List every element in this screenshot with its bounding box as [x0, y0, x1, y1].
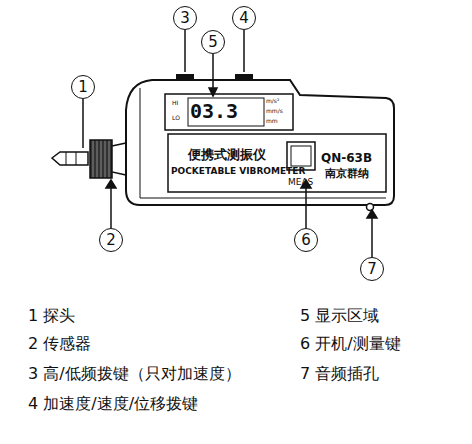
callout-number: 2: [100, 229, 122, 251]
display-area: HI LO 03.3 m/s² mm/s mm: [166, 95, 292, 129]
callout-circle: 5: [201, 30, 225, 54]
callout-number: 5: [202, 31, 224, 53]
device-label: MEAS: [288, 178, 313, 187]
callout-circle: 7: [360, 257, 384, 281]
device-text: HI: [172, 100, 178, 106]
device-text: mm: [266, 118, 278, 124]
callout-circle: 2: [99, 228, 123, 252]
callout-circle: 4: [232, 6, 256, 30]
device-text: 03.3: [190, 101, 238, 121]
part-name: 2 传感器: [28, 336, 91, 352]
part-name: 6 开机/测量键: [300, 336, 401, 352]
part-name: 1 探头: [28, 308, 75, 324]
device-text: LO: [172, 115, 180, 121]
callout-circle: 6: [294, 228, 318, 252]
label-panel: 便携式测振仪POCKETABLE VIBROMETER: [169, 135, 285, 191]
callout-number: 6: [295, 229, 317, 251]
part-name: 7 音频插孔: [300, 366, 379, 382]
callout-circle: 3: [173, 6, 197, 30]
device-text: m/s²: [266, 98, 279, 104]
callout-number: 3: [174, 7, 196, 29]
device-text: mm/s: [266, 108, 283, 114]
callout-number: 7: [361, 258, 383, 280]
callout-number: 4: [233, 7, 255, 29]
device-label: 南京群纳: [325, 168, 369, 179]
device-text: 便携式测振仪: [188, 148, 266, 161]
callout-number: 1: [72, 76, 94, 98]
callout-circle: 1: [71, 75, 95, 99]
part-name: 4 加速度/速度/位移拨键: [28, 396, 198, 412]
device-text: POCKETABLE VIBROMETER: [171, 167, 305, 176]
part-name: 3 高/低频拨键（只对加速度）: [28, 366, 241, 382]
device-label: QN-63B: [321, 152, 372, 164]
part-name: 5 显示区域: [300, 308, 379, 324]
